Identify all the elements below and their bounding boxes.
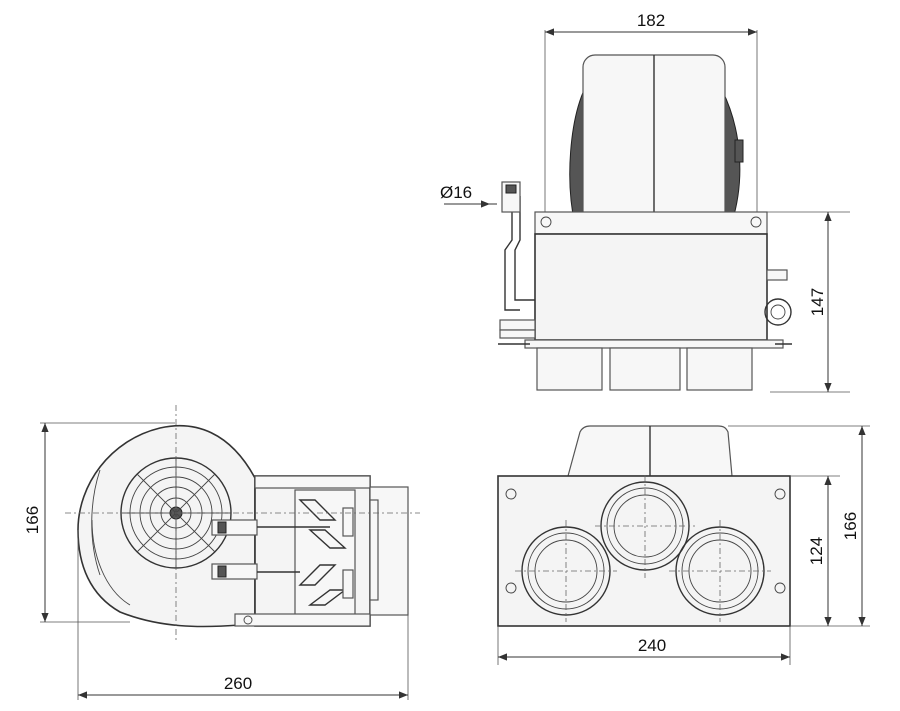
top-outlet-1 [536, 347, 603, 391]
top-mount-plate [534, 211, 768, 235]
dim-124-label: 124 [807, 537, 826, 565]
dim-182-label: 182 [637, 11, 665, 30]
pipe-diameter-label: Ø16 [440, 183, 472, 202]
dim-side-166-label: 166 [23, 506, 42, 534]
top-view: 182 147 Ø16 [440, 11, 850, 393]
dim-147-label: 147 [808, 288, 827, 316]
top-outlet-3 [686, 347, 753, 391]
dim-240-label: 240 [638, 636, 666, 655]
top-pipes [499, 181, 536, 339]
top-motor [569, 54, 744, 236]
dim-front-166-label: 166 [841, 512, 860, 540]
side-louvres [298, 499, 354, 606]
side-pipes [211, 519, 330, 580]
dim-260-label: 260 [224, 674, 252, 693]
front-view: 240 124 166 [497, 425, 870, 665]
top-outlet-2 [609, 347, 681, 391]
front-plate [497, 475, 791, 627]
top-right-fitting [764, 269, 792, 326]
top-body [534, 233, 768, 341]
side-view: 166 260 [23, 405, 420, 700]
